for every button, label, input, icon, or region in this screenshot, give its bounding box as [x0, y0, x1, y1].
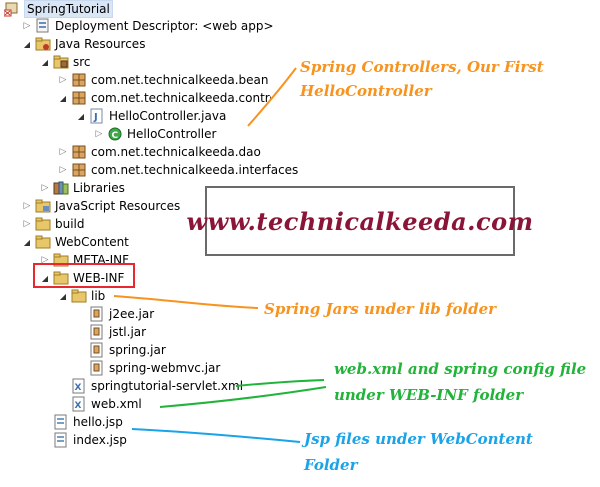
annotation-controllers-line2: HelloController	[300, 82, 432, 100]
folder-icon	[53, 270, 69, 286]
package-icon	[71, 72, 87, 88]
tree-item-label: j2ee.jar	[109, 307, 155, 321]
class-icon: C	[107, 126, 123, 142]
tree-item-label: WEB-INF	[73, 271, 125, 285]
svg-text:J: J	[93, 112, 98, 123]
tree-item-label: HelloController.java	[109, 109, 227, 123]
tree-item-java-resources[interactable]: Java Resources	[22, 35, 145, 53]
tree-item-web-inf[interactable]: WEB-INF	[40, 269, 124, 287]
tree-item-label: spring.jar	[109, 343, 166, 357]
libraries-icon	[53, 180, 69, 196]
tree-item-label: WebContent	[55, 235, 129, 249]
tree-item-servlet-xml[interactable]: X springtutorial-servlet.xml	[58, 377, 243, 395]
svg-text:X: X	[75, 383, 82, 393]
jar-icon	[89, 324, 105, 340]
tree-item-label: SpringTutorial	[24, 0, 113, 18]
config-connector-line-1	[235, 379, 325, 387]
annotation-jsp-line1: Jsp files under WebContent	[304, 430, 533, 448]
tree-item-index-jsp[interactable]: index.jsp	[40, 431, 127, 449]
folder-icon	[35, 234, 51, 250]
annotation-config-line2: under WEB-INF folder	[334, 386, 524, 404]
tree-item-javascript-resources[interactable]: JavaScript Resources	[22, 197, 180, 215]
java-resources-icon	[35, 36, 51, 52]
tree-item-web-xml[interactable]: X web.xml	[58, 395, 142, 413]
tree-item-src[interactable]: src	[40, 53, 91, 71]
tree-item-package-interfaces[interactable]: com.net.technicalkeeda.interfaces	[58, 161, 298, 179]
tree-item-label: lib	[91, 289, 106, 303]
jsp-file-icon	[53, 414, 69, 430]
tree-item-class-hellocontroller[interactable]: C HelloController	[94, 125, 216, 143]
tree-item-label: index.jsp	[73, 433, 127, 447]
tree-item-label: com.net.technicalkeeda.interfaces	[91, 163, 299, 177]
jar-icon	[89, 342, 105, 358]
tree-item-springtutorial[interactable]: SpringTutorial	[4, 0, 113, 18]
tree-item-lib[interactable]: lib	[58, 287, 105, 305]
tree-item-label: JavaScript Resources	[55, 199, 181, 213]
annotation-controllers-line1: Spring Controllers, Our First	[300, 58, 544, 76]
xml-file-icon: X	[71, 396, 87, 412]
source-folder-icon	[53, 54, 69, 70]
annotation-config-line1: web.xml and spring config file	[334, 360, 587, 378]
tree-item-spring-jar[interactable]: spring.jar	[76, 341, 166, 359]
jars-connector-line	[113, 295, 259, 309]
jar-icon	[89, 306, 105, 322]
tree-item-spring-webmvc-jar[interactable]: spring-webmvc.jar	[76, 359, 220, 377]
config-connector-line-2	[159, 386, 327, 408]
tree-item-label: build	[55, 217, 85, 231]
tree-item-label: spring-webmvc.jar	[109, 361, 221, 375]
tree-item-label: Deployment Descriptor: <web app>	[55, 19, 274, 33]
controllers-connector-line	[247, 67, 297, 127]
tree-item-package-dao[interactable]: com.net.technicalkeeda.dao	[58, 143, 261, 161]
folder-icon	[35, 216, 51, 232]
web-inf-highlight-box	[33, 263, 135, 288]
tree-item-jstl-jar[interactable]: jstl.jar	[76, 323, 146, 341]
xml-file-icon: X	[71, 378, 87, 394]
deployment-descriptor-icon	[35, 18, 51, 34]
svg-text:X: X	[75, 401, 82, 411]
folder-icon	[71, 288, 87, 304]
tree-item-hello-jsp[interactable]: hello.jsp	[40, 413, 123, 431]
tree-item-label: jstl.jar	[109, 325, 147, 339]
tree-item-libraries[interactable]: Libraries	[40, 179, 125, 197]
tree-item-webcontent[interactable]: WebContent	[22, 233, 129, 251]
tree-item-deployment-descriptor[interactable]: Deployment Descriptor: <web app>	[22, 17, 274, 35]
brand-box: www.technicalkeeda.com	[186, 186, 533, 256]
tree-item-hellocontroller-java[interactable]: J HelloController.java	[76, 107, 226, 125]
jsp-connector-line	[131, 428, 301, 443]
web-project-icon	[4, 1, 20, 17]
tree-item-label: Libraries	[73, 181, 125, 195]
tree-item-package-controller[interactable]: com.net.technicalkeeda.controller	[58, 89, 271, 107]
svg-text:C: C	[112, 131, 119, 141]
package-icon	[71, 90, 87, 106]
tree-item-label: src	[73, 55, 91, 69]
folder-icon	[35, 198, 51, 214]
jsp-file-icon	[53, 432, 69, 448]
annotation-jsp-line2: Folder	[304, 456, 358, 474]
java-file-icon: J	[89, 108, 105, 124]
tree-item-label: web.xml	[91, 397, 142, 411]
tree-item-build[interactable]: build	[22, 215, 85, 233]
jar-icon	[89, 360, 105, 376]
tree-item-package-bean[interactable]: com.net.technicalkeeda.bean	[58, 71, 269, 89]
tree-item-label: hello.jsp	[73, 415, 123, 429]
tree-item-label: com.net.technicalkeeda.controller	[91, 91, 271, 105]
tree-item-label: HelloController	[127, 127, 217, 141]
brand-watermark: www.technicalkeeda.com	[186, 206, 534, 236]
tree-item-label: springtutorial-servlet.xml	[91, 379, 244, 393]
tree-item-j2ee-jar[interactable]: j2ee.jar	[76, 305, 154, 323]
tree-item-label: com.net.technicalkeeda.bean	[91, 73, 269, 87]
tree-item-label: com.net.technicalkeeda.dao	[91, 145, 261, 159]
folder-icon	[53, 252, 69, 268]
package-icon	[71, 144, 87, 160]
tree-item-label: Java Resources	[55, 37, 146, 51]
package-icon	[71, 162, 87, 178]
annotation-jars: Spring Jars under lib folder	[264, 300, 497, 318]
